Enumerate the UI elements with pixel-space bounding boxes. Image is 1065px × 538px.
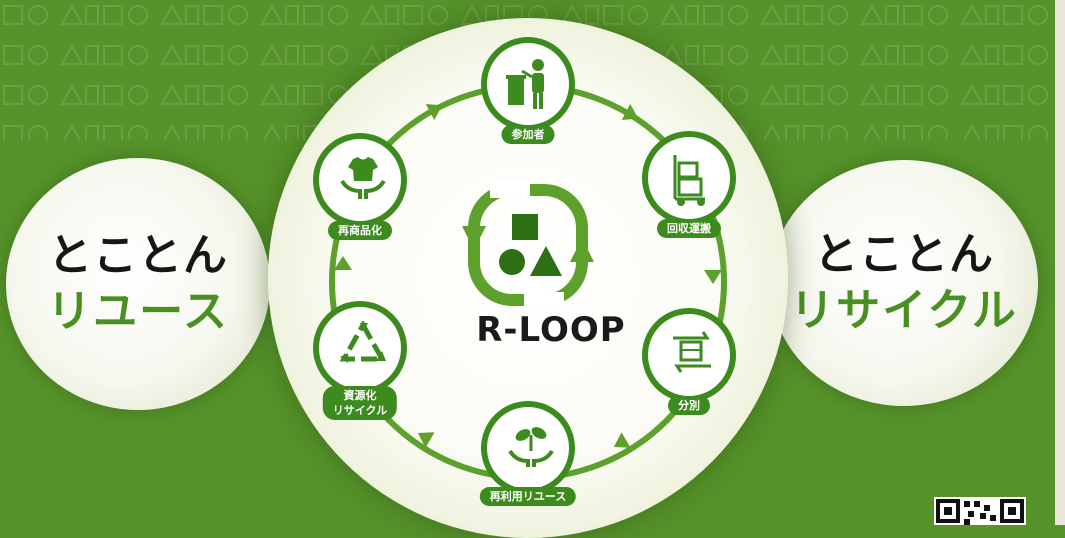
step-label-recycling: 資源化 リサイクル <box>322 386 398 420</box>
step-node-participant <box>481 37 575 131</box>
right-edge-stripe <box>1055 0 1065 525</box>
reuse-heading-line1: とことん <box>48 230 228 281</box>
reuse-circle: とことん リユース <box>6 158 270 410</box>
ring-arrowheads <box>334 104 722 448</box>
hands-shirt-icon <box>340 157 386 199</box>
recycle-circle: とことん リサイクル <box>770 160 1038 406</box>
r-loop-title: R-LOOP <box>476 310 626 350</box>
step-node-remanufacture <box>313 133 407 227</box>
step-node-collection <box>642 131 736 225</box>
r-loop-logo-icon <box>462 180 594 310</box>
step-label-sorting: 分別 <box>668 396 710 415</box>
recycle-heading-line1: とことん <box>814 229 994 280</box>
step-label-participant: 参加者 <box>501 125 555 144</box>
person-trash-bin-icon <box>506 59 544 109</box>
step-label-reuse: 再利用リユース <box>479 487 577 506</box>
step-label-collection: 回収運搬 <box>657 219 721 238</box>
qr-code <box>934 497 1026 525</box>
recycle-triangle-icon <box>339 321 387 363</box>
recycle-heading-line2: リサイクル <box>790 285 1018 336</box>
step-label-remanufacture: 再商品化 <box>328 221 392 240</box>
hand-truck-boxes-icon <box>673 155 705 206</box>
step-node-reuse <box>481 401 575 495</box>
sorting-box-arrows-icon <box>673 331 711 373</box>
step-node-sorting <box>642 308 736 402</box>
hands-sprout-icon <box>508 427 554 467</box>
step-node-recycling <box>313 301 407 395</box>
reuse-heading-line2: リユース <box>47 286 229 337</box>
